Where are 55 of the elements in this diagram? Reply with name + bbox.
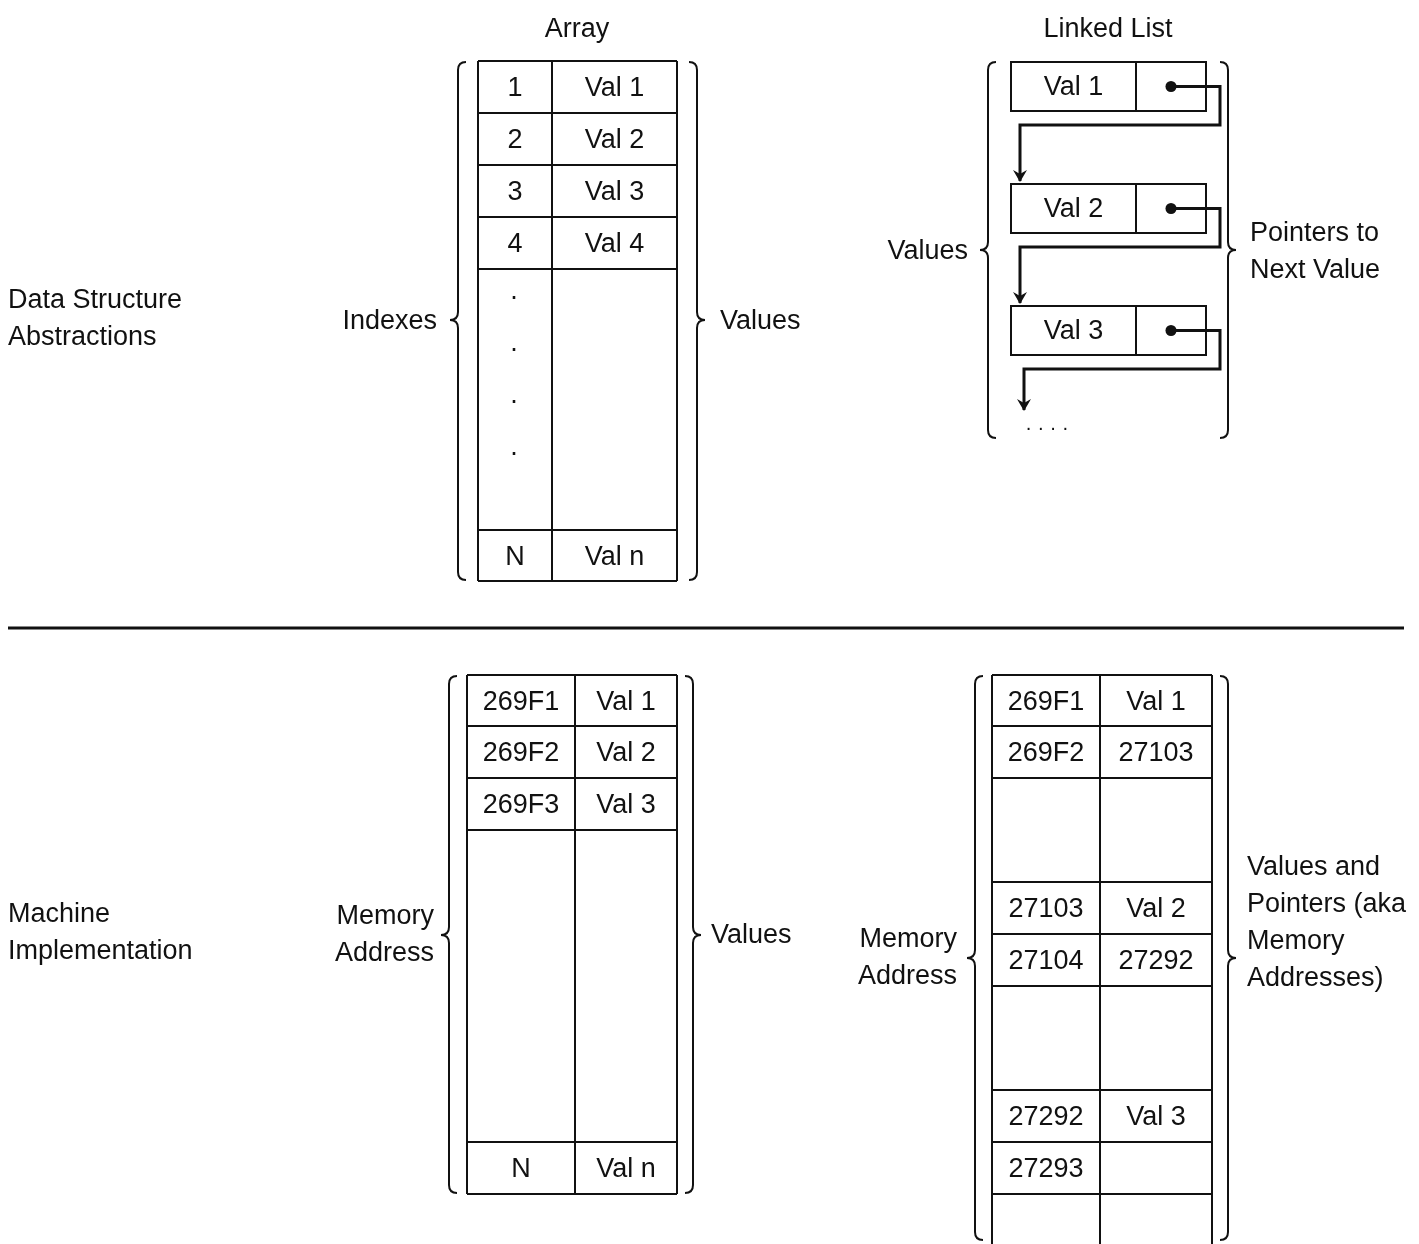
brace-label: Memory Address	[333, 899, 434, 969]
cell-text: Val 3	[584, 176, 645, 206]
cell-text: Val 3	[596, 789, 656, 819]
cell-text: Val 1	[596, 685, 656, 716]
cell-text: 4	[507, 228, 523, 258]
cell-text: 3	[507, 176, 523, 206]
pointer-arrow	[1017, 325, 1222, 411]
cell-text: Val 1	[1126, 685, 1186, 716]
value-text: Val 1	[1043, 71, 1104, 102]
cell-text: 2	[507, 124, 523, 154]
brace-label: Values	[886, 234, 968, 267]
ellipsis-text: · · · ·	[1014, 412, 1080, 442]
row-label: Data Structure Abstractions	[8, 283, 184, 353]
brace-label: Values and Pointers (aka Memory Addresses)	[1247, 850, 1408, 994]
cell-text: 27104	[1008, 945, 1084, 975]
cell-text: N	[511, 1153, 531, 1183]
ellipsis-dot: .	[509, 274, 519, 307]
cell-text: Val 2	[584, 124, 645, 154]
cell-text: Val 2	[596, 737, 656, 767]
cell-text: 269F1	[482, 685, 560, 716]
cell-text: Val 3	[1126, 1101, 1186, 1131]
ellipsis-dot: .	[509, 326, 519, 359]
pointer-arrow	[1013, 203, 1222, 304]
brace-label: Indexes	[341, 304, 437, 337]
value-text: Val 2	[1043, 193, 1104, 224]
cell-text: 269F2	[1007, 737, 1085, 767]
cell-text: Val n	[596, 1153, 656, 1183]
brace-label: Values	[711, 918, 793, 951]
brace-label: Memory Address	[856, 922, 957, 992]
cell-text: Val 4	[584, 228, 645, 258]
ellipsis-dot: .	[509, 430, 519, 463]
cell-text: 27292	[1118, 945, 1194, 975]
pointer-arrow	[1013, 81, 1222, 182]
cell-text: Val n	[584, 540, 645, 571]
cell-text: 27293	[1008, 1153, 1084, 1183]
cell-text: 269F3	[482, 789, 560, 819]
brace-label: Pointers to Next Value	[1250, 216, 1382, 286]
ellipsis-dot: .	[509, 378, 519, 411]
cell-text: 269F1	[1007, 685, 1085, 716]
row-label: Machine Implementation	[8, 897, 194, 967]
heading: Linked List	[1042, 12, 1174, 45]
cell-text: 27103	[1008, 893, 1084, 923]
list-node-box	[1010, 183, 1207, 234]
heading: Array	[543, 12, 611, 45]
cell-text: 27103	[1118, 737, 1194, 767]
cell-text: 27292	[1008, 1101, 1084, 1131]
value-text: Val 3	[1043, 315, 1104, 346]
cell-text: 269F2	[482, 737, 560, 767]
list-node-box	[1010, 61, 1207, 112]
cell-text: Val 1	[584, 72, 645, 102]
cell-text: N	[505, 540, 525, 571]
brace-label: Values	[720, 304, 802, 337]
cell-text: Val 2	[1126, 893, 1186, 923]
cell-text: 1	[507, 72, 523, 102]
list-node-box	[1010, 305, 1207, 356]
